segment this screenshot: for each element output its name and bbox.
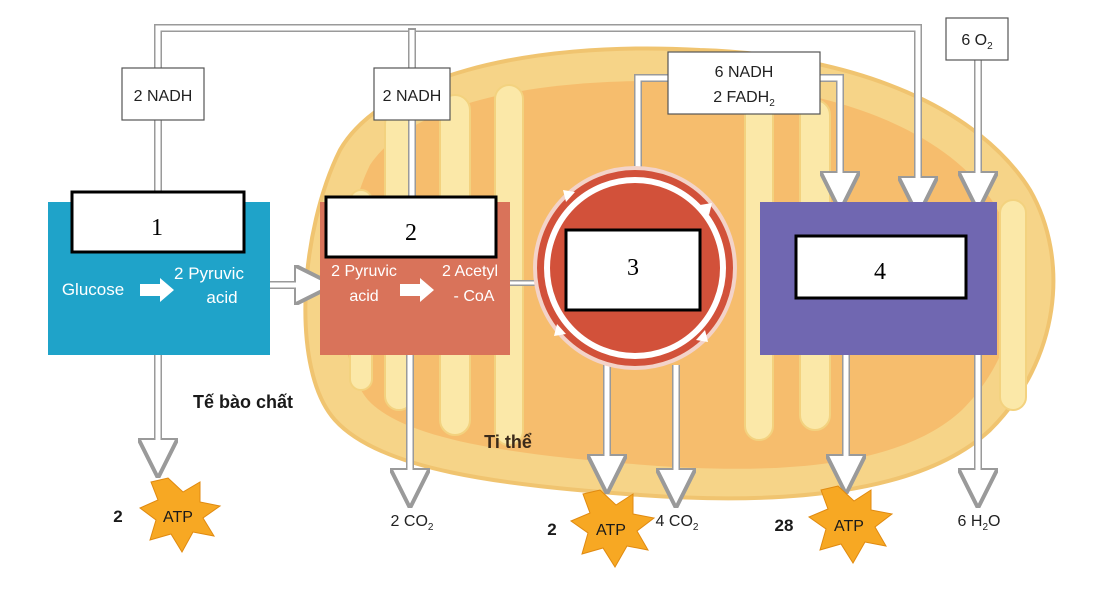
- stage-2-number: 2: [405, 220, 417, 246]
- glucose-to-pyruvate-arrow: [140, 278, 174, 302]
- stage-2-pyruvate-oxidation: 2 2 Pyruvic acid 2 Acetyl - CoA: [320, 195, 510, 355]
- atp-3-count: 28: [775, 516, 794, 535]
- pyruvate-to-acetylcoa-arrow: [400, 278, 434, 302]
- cytoplasm-label: Tế bào chất: [193, 392, 293, 412]
- atp-1-count: 2: [113, 507, 122, 526]
- atp-2-count: 2: [547, 520, 556, 539]
- nadh-glycolysis-box: [121, 67, 205, 121]
- stage-3-number-box: [564, 228, 702, 312]
- atp-output-1: ATP 2: [113, 477, 222, 553]
- nadh-oxidation-box: [373, 67, 451, 121]
- stage-1-number: 1: [151, 215, 163, 241]
- atp-3-label: ATP: [834, 518, 864, 535]
- krebs-nadh-label: 6 NADH: [715, 64, 774, 81]
- stage-2-pyruvate-line1: 2 Pyruvic: [331, 263, 397, 280]
- oxygen-label: 6 O2: [961, 32, 993, 52]
- stage-1-pyruvate-line2: acid: [206, 288, 237, 307]
- oxygen-box: [945, 17, 1009, 61]
- acetylcoa-line1: 2 Acetyl: [442, 263, 498, 280]
- atp-star-icon: [807, 485, 894, 564]
- krebs-output-box: [667, 51, 821, 115]
- cycle-arrowhead-2: [696, 330, 708, 342]
- co2-output-1: 2 CO2: [391, 513, 434, 533]
- stage-1-pyruvate-line1: 2 Pyruvic: [174, 264, 244, 283]
- stage-3-number: 3: [627, 255, 639, 281]
- stage-1-number-box: [70, 190, 246, 254]
- stage-3-krebs-cycle: 3: [533, 166, 737, 370]
- input-labels: 2 NADH 2 NADH 6 NADH 2 FADH2 6 O2: [121, 17, 1009, 121]
- cycle-arrowhead-4: [563, 190, 575, 202]
- atp-output-3: ATP 28: [775, 485, 894, 564]
- acetylcoa-line2: - CoA: [454, 288, 495, 305]
- cycle-arrowhead-1: [700, 203, 712, 215]
- co2-output-2: 4 CO2: [656, 513, 699, 533]
- nadh-glycolysis-label: 2 NADH: [134, 88, 193, 105]
- stage-4-number-box: [794, 234, 968, 300]
- atp-star-icon: [569, 489, 656, 568]
- nadh-oxidation-label: 2 NADH: [383, 88, 442, 105]
- stage-4-number: 4: [874, 259, 886, 285]
- stage-2-pyruvate-line2: acid: [349, 288, 378, 305]
- stage-2-number-box: [324, 195, 498, 259]
- mitochondrion-label: Ti thể: [484, 432, 532, 452]
- cycle-arrowhead-3: [554, 324, 566, 336]
- water-output: 6 H2O: [958, 513, 1001, 533]
- stage-1-glycolysis: 1 Glucose 2 Pyruvic acid: [48, 190, 270, 355]
- stage-4-electron-transport: 4: [760, 202, 997, 355]
- atp-output-2: ATP 2: [547, 489, 656, 568]
- stage-3-cycle-ring: [544, 177, 726, 359]
- atp-star-icon: [139, 477, 222, 553]
- glucose-label: Glucose: [62, 280, 124, 299]
- atp-2-label: ATP: [596, 522, 626, 539]
- atp-1-label: ATP: [163, 509, 193, 526]
- krebs-fadh2-label: 2 FADH2: [713, 89, 775, 109]
